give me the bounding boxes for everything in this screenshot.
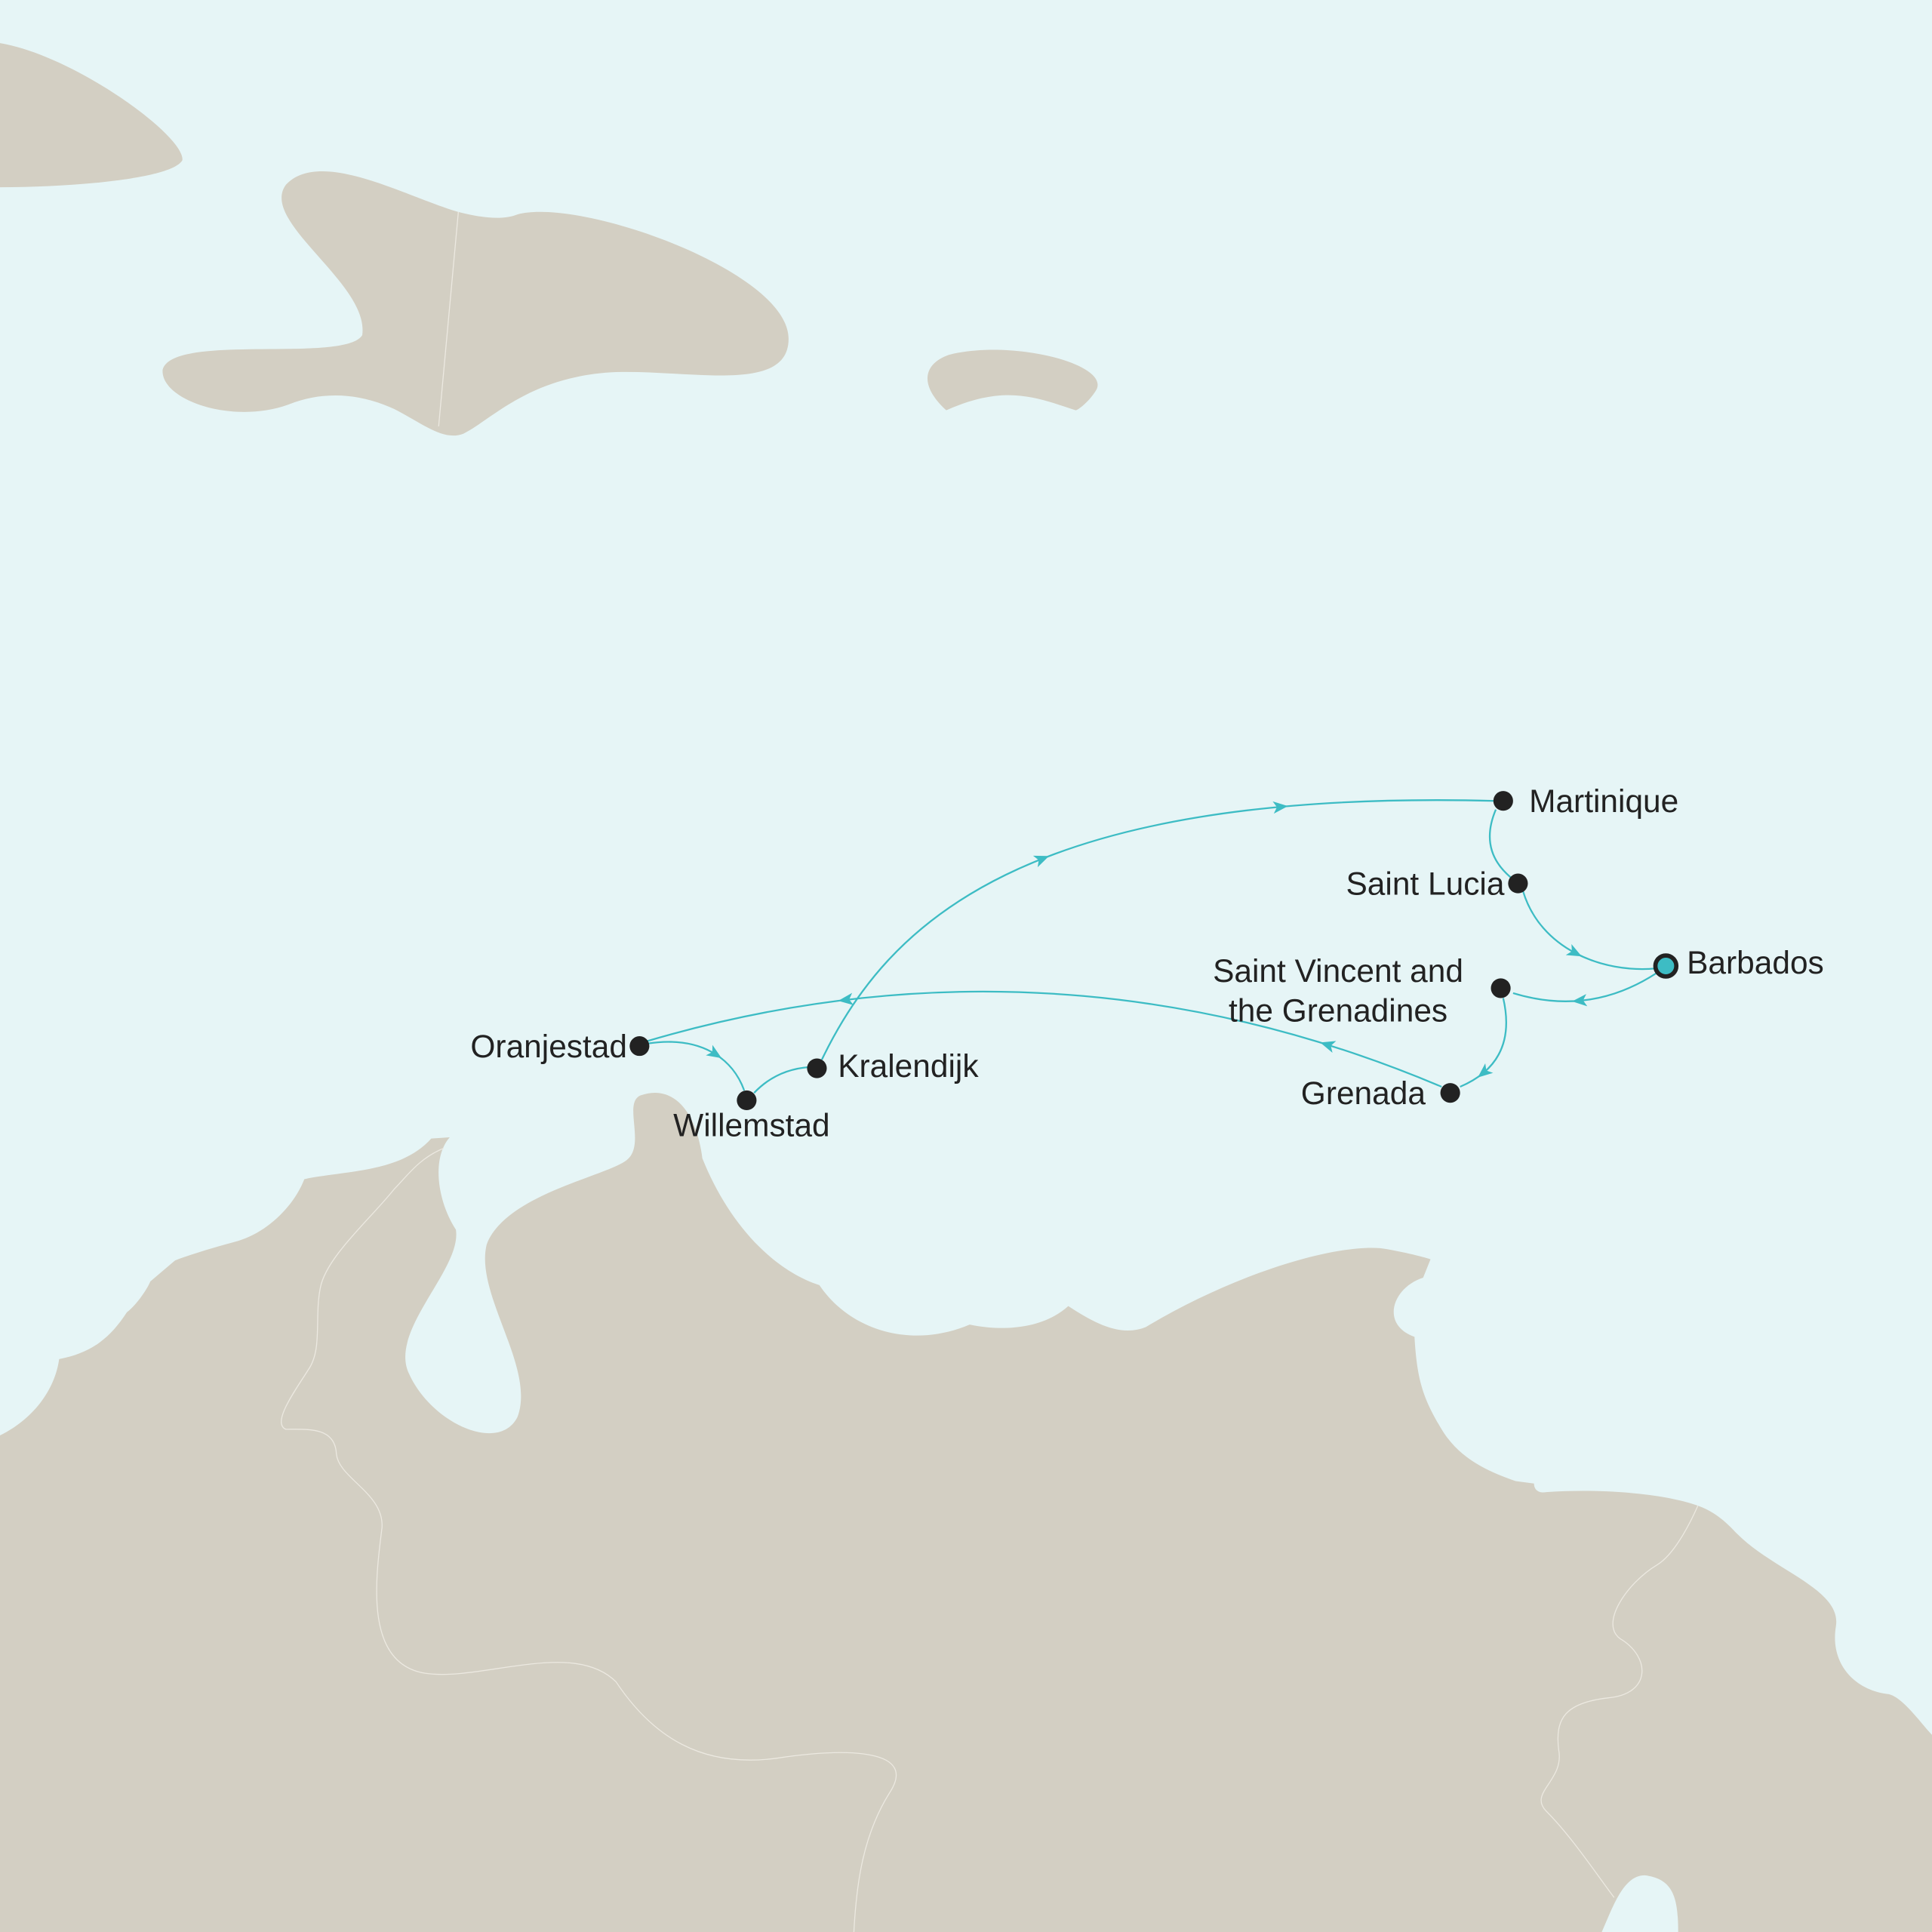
land-puerto-rico [928,349,1098,411]
port-label: Martinique [1529,783,1678,819]
route-arrow-icon [1320,1041,1337,1054]
ports: Martinique Saint Lucia Barbados Saint Vi… [470,783,1823,1143]
route-arrow-icon [838,992,854,1005]
port-marker[interactable] [1493,791,1513,811]
port-willemstad[interactable]: Willemstad [673,1090,830,1143]
port-label: Oranjestad [470,1029,627,1064]
port-label-line1: Saint Vincent and [1213,953,1463,989]
port-label: Kralendijk [838,1048,979,1084]
border-haiti-dr [438,211,459,426]
route-arrow-icon [1572,994,1588,1007]
land-hispaniola [162,171,789,436]
port-marker[interactable] [1491,978,1511,998]
port-marker[interactable] [807,1058,827,1078]
leg-kralendijk-martinique [820,799,1495,1060]
port-label-line2: the Grenadines [1229,992,1447,1028]
port-oranjestad[interactable]: Oranjestad [470,1029,650,1064]
port-barbados[interactable]: Barbados [1653,945,1824,980]
port-marker[interactable] [629,1036,650,1057]
land-south-america [0,1092,1932,1932]
country-borders [281,1148,1699,1932]
route-arrow-icon [1565,943,1582,957]
port-label: Barbados [1687,945,1824,980]
leg-martinique-saint-lucia [1488,809,1512,878]
leg-grenada-oranjestad [646,990,1442,1088]
leg-saint-vincent-grenada [1460,998,1507,1088]
start-port-marker[interactable] [1653,953,1679,979]
port-marker[interactable] [1508,873,1528,894]
leg-barbados-saint-vincent [1512,972,1657,1002]
port-kralendijk[interactable]: Kralendijk [807,1048,979,1084]
port-label: Willemstad [673,1107,830,1143]
leg-willemstad-kralendijk [753,1066,810,1094]
route-arrow-icon [1032,855,1050,868]
port-saint-vincent-and-the-grenadines[interactable]: Saint Vincent and the Grenadines [1213,953,1511,1028]
cruise-route [646,799,1657,1094]
route-arrow-icon [1478,1063,1494,1078]
land-cuba [0,43,183,188]
route-arrow-icon [1272,801,1288,814]
port-marker[interactable] [737,1090,757,1111]
port-marker[interactable] [1440,1083,1460,1103]
port-grenada[interactable]: Grenada [1301,1075,1460,1111]
port-martinique[interactable]: Martinique [1493,783,1678,819]
port-label: Saint Lucia [1346,866,1504,901]
port-saint-lucia[interactable]: Saint Lucia [1346,866,1528,901]
route-arrow-icon [706,1044,722,1059]
port-label: Grenada [1301,1075,1426,1111]
